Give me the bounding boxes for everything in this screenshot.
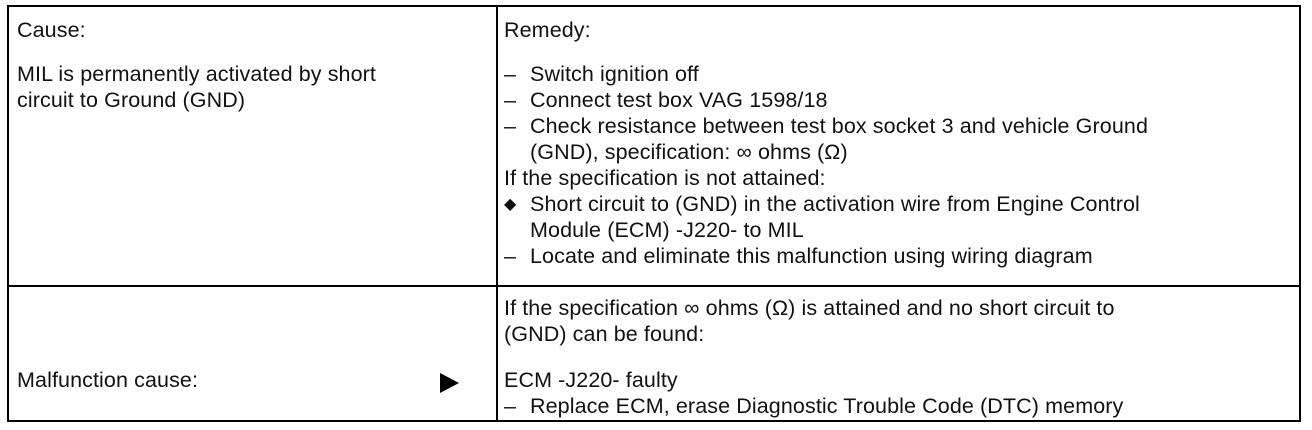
bullet-short-circuit: ◆ Short circuit to (GND) in the activatio… xyxy=(504,191,1140,218)
column-divider xyxy=(496,7,498,420)
step-locate-eliminate: –Locate and eliminate this malfunction u… xyxy=(504,243,1093,269)
diamond-bullet-icon: ◆ xyxy=(504,196,517,213)
condition-not-attained: If the specification is not attained: xyxy=(504,166,826,190)
step-check-resistance-cont: (GND), specification: ∞ ohms (Ω) xyxy=(530,140,848,164)
step-text: Connect test box VAG 1598/18 xyxy=(530,88,828,112)
step-switch-ignition: –Switch ignition off xyxy=(504,61,699,87)
row-divider xyxy=(9,285,1299,287)
step-connect-test-box: –Connect test box VAG 1598/18 xyxy=(504,87,828,113)
step-text: Replace ECM, erase Diagnostic Trouble Co… xyxy=(530,394,1124,418)
condition-attained-line-2: (GND) can be found: xyxy=(504,322,705,346)
cause-remedy-table: Cause: MIL is permanently activated by s… xyxy=(7,5,1301,422)
bullet-short-circuit-cont: Module (ECM) -J220- to MIL xyxy=(530,218,804,242)
step-text: Check resistance between test box socket… xyxy=(530,114,1148,138)
bullet-text: Short circuit to (GND) in the activation… xyxy=(530,192,1140,216)
right-pointer-icon xyxy=(440,373,459,393)
dash-marker: – xyxy=(504,62,517,86)
malfunction-cause-label: Malfunction cause: xyxy=(17,368,199,392)
remedy-header: Remedy: xyxy=(504,18,591,42)
step-replace-ecm: –Replace ECM, erase Diagnostic Trouble C… xyxy=(504,393,1123,419)
dash-marker: – xyxy=(504,394,517,418)
dash-marker: – xyxy=(504,244,517,268)
step-text: Locate and eliminate this malfunction us… xyxy=(530,244,1093,268)
dash-marker: – xyxy=(504,88,517,112)
cause-header: Cause: xyxy=(17,18,86,42)
cause-line-1: MIL is permanently activated by short xyxy=(17,62,377,86)
fault-ecm: ECM -J220- faulty xyxy=(504,368,678,392)
dash-marker: – xyxy=(504,114,517,138)
step-text: Switch ignition off xyxy=(530,62,699,86)
cause-line-2: circuit to Ground (GND) xyxy=(17,88,246,112)
step-check-resistance: –Check resistance between test box socke… xyxy=(504,113,1148,139)
condition-attained-line-1: If the specification ∞ ohms (Ω) is attai… xyxy=(504,296,1115,320)
